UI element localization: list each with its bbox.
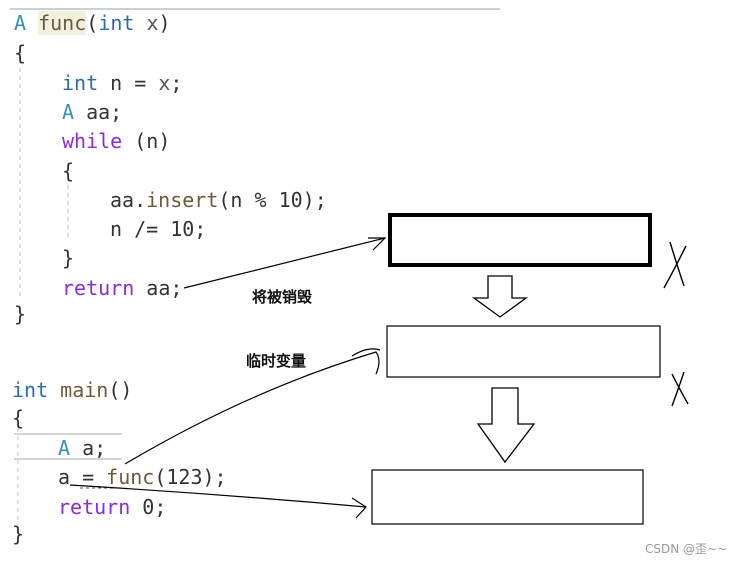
object-box-local [388,213,652,267]
arrow-return-to-local [183,237,386,289]
code-int-n-var: x [158,71,171,95]
code-line-main-signature: int main() [12,378,132,402]
code-line-return-aa: return aa; [62,276,182,300]
code-insert-rest: (n % 10); [218,188,327,212]
code-brace-open-main: { [12,406,25,430]
code-line-while: while (n) [62,129,170,153]
code-A-aa-rest: aa; [74,100,123,124]
code-int-keyword: int [62,71,99,95]
watermark: CSDN @歪~~ [645,542,728,556]
code-line-return-0: return 0; [58,495,166,519]
destroy-mark-1 [663,241,687,289]
code-return-aa-rest: aa; [134,276,183,300]
arrow-func-to-temp [124,351,380,465]
code-param-name: x [146,11,159,35]
arrow-func-head [351,348,381,357]
code-main-parens: () [108,378,133,402]
code-assign-rest: (123); [154,465,227,489]
code-while-keyword: while [62,129,123,153]
object-box-temporary [386,325,661,378]
code-brace-open-while: { [62,159,75,183]
code-main-return-keyword: return [58,495,131,519]
code-return-0-rest: 0; [130,495,167,519]
code-assign-lhs: a = [58,465,107,489]
code-line-A-a: A a; [58,436,106,460]
code-int-n-end: ; [170,71,183,95]
code-line-func-signature: A func(int x) [14,11,171,35]
code-param-type: int [98,11,135,35]
arrow-assign-head [351,497,367,519]
code-main-int-keyword: int [12,378,49,402]
code-main-name: main [60,378,109,402]
copy-arrow-2 [476,387,536,464]
code-main-class-A: A [58,436,71,460]
code-return-keyword: return [62,276,135,300]
code-line-divide: n /= 10; [110,217,207,241]
code-A-a-rest: a; [70,436,107,460]
code-while-rest: (n) [122,129,171,153]
arrow-return-head [368,237,387,251]
code-line-insert: aa.insert(n % 10); [110,188,327,212]
code-line-assign: a = func(123); [58,465,227,489]
destroy-mark-2 [671,371,689,407]
code-close-paren: ) [158,11,171,35]
code-assign-func: func [106,465,155,489]
arrow-assign-to-main [69,484,367,508]
code-return-type: A [14,11,27,35]
code-class-A: A [62,100,75,124]
code-insert-method: insert [146,188,219,212]
label-will-be-destroyed: 将被销毁 [252,288,313,306]
copy-arrow-1 [472,275,528,318]
code-open-paren: ( [86,11,99,35]
code-line-A-aa: A aa; [62,100,122,124]
code-insert-obj: aa. [110,188,147,212]
code-brace-open-func: { [14,41,27,65]
label-temporary-variable: 临时变量 [246,352,307,370]
code-int-n-rest: n = [98,71,159,95]
object-box-main [371,469,644,525]
code-line-int-n: int n = x; [62,71,182,95]
code-func-name: func [38,11,87,35]
code-brace-close-while: } [62,246,75,270]
code-brace-close-main: } [12,522,25,546]
code-brace-close-func: } [14,302,27,326]
